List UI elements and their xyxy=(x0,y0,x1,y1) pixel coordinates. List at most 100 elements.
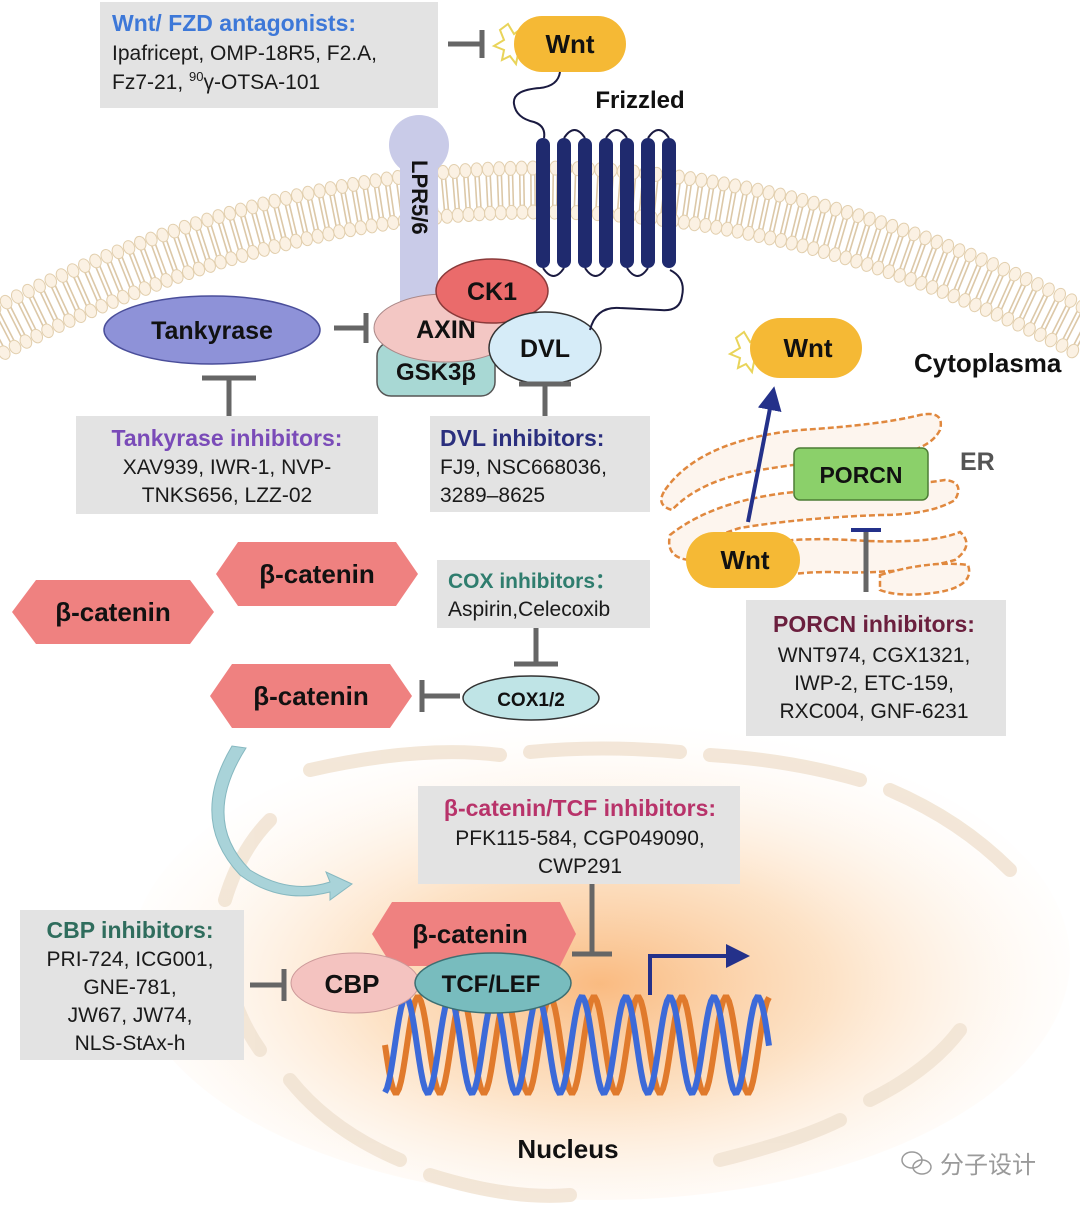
porcn-inhibitors-title: PORCN inhibitors: xyxy=(773,611,975,637)
cell-membrane xyxy=(0,160,1080,360)
dvl-inhibitors-box: DVL inhibitors: FJ9, NSC668036, 3289–862… xyxy=(430,416,650,512)
tankyrase-inhibitors-line-2: TNKS656, LZZ-02 xyxy=(142,484,312,507)
frizzled-loop xyxy=(626,267,649,277)
lipid xyxy=(167,223,195,281)
cox-inhibitors-line-1: Aspirin,Celecoxib xyxy=(448,598,610,621)
lipid xyxy=(268,193,292,252)
wnt-fzd-line-1: Ipafricept, OMP-18R5, F2.A, xyxy=(112,42,377,65)
tcf-inhibitors-title: β-catenin/TCF inhibitors: xyxy=(444,795,716,821)
beta-catenin-nuclear: β-catenin xyxy=(372,902,576,966)
porcn-inhibitors-box: PORCN inhibitors: WNT974, CGX1321, IWP-2… xyxy=(746,600,1006,736)
lipid xyxy=(947,247,977,304)
lipid xyxy=(291,188,313,247)
lipid xyxy=(504,160,518,220)
lipid xyxy=(1055,299,1080,353)
tankyrase-inhibitors-line-1: XAV939, IWR-1, NVP- xyxy=(123,456,332,479)
frizzled-receptor: Frizzled xyxy=(512,71,685,277)
beta-catenin-3: β-catenin xyxy=(210,664,412,728)
lipid xyxy=(515,160,529,220)
dvl-label: DVL xyxy=(520,335,570,363)
inhibit-cbp xyxy=(250,969,287,1001)
frizzled-loop xyxy=(584,267,607,277)
cbp-inhibitors-box: CBP inhibitors: PRI-724, ICG001, GNE-781… xyxy=(20,910,244,1060)
frizzled-loop xyxy=(605,129,628,139)
wechat-icon xyxy=(901,1151,932,1175)
frizzled-helix xyxy=(536,138,550,268)
lipid xyxy=(156,227,184,284)
watermark-text: 分子设计 xyxy=(940,1152,1036,1179)
dvl-inhibitors-title: DVL inhibitors: xyxy=(440,425,604,451)
lipid xyxy=(380,171,400,231)
inhibit-cox-beta-catenin xyxy=(419,680,460,712)
lipid xyxy=(358,175,378,234)
porcn-inhibitors-line-2: IWP-2, ETC-159, xyxy=(794,672,954,695)
lipid xyxy=(882,222,910,280)
nuclear-translocation-arrow xyxy=(211,745,353,901)
inhibit-tcf xyxy=(572,884,612,957)
lipid xyxy=(459,163,475,222)
nuclear-envelope xyxy=(218,741,1017,1203)
wnt-fzd-title: Wnt/ FZD antagonists: xyxy=(112,10,356,36)
inhibit-wnt-fzd xyxy=(448,30,485,58)
ck1-label: CK1 xyxy=(467,278,517,306)
lipid xyxy=(839,208,865,266)
cbp-inhibitors-line-2: GNE-781, xyxy=(83,976,176,999)
frizzled-loop xyxy=(647,129,670,139)
lipid xyxy=(313,183,335,242)
ck1-node xyxy=(435,258,549,324)
beta-catenin-1: β-catenin xyxy=(12,580,214,644)
lipid xyxy=(1023,282,1055,337)
cox-label: COX1/2 xyxy=(497,690,565,711)
lipid xyxy=(134,235,162,292)
lipid xyxy=(710,176,730,235)
cbp-inhibitors-line-3: JW67, JW74, xyxy=(68,1004,193,1027)
lipid xyxy=(936,243,966,299)
lipid xyxy=(1001,271,1033,327)
tcf-label: TCF/LEF xyxy=(442,971,541,998)
nucleus-glow xyxy=(130,720,1070,1200)
frizzled-helix xyxy=(599,138,613,268)
lipid xyxy=(969,257,999,313)
lipid xyxy=(861,215,887,272)
lipid xyxy=(33,278,65,333)
frizzled-dvl-link xyxy=(589,269,684,331)
lipid xyxy=(448,163,464,223)
frizzled-label: Frizzled xyxy=(595,87,684,114)
lipid xyxy=(958,252,988,308)
beta-catenin-2: β-catenin xyxy=(216,542,418,606)
wnt-er-label: Wnt xyxy=(720,545,769,575)
lipid xyxy=(44,273,76,328)
lipid xyxy=(925,238,955,295)
lipid xyxy=(526,160,540,220)
inhibit-dvl xyxy=(519,381,571,416)
cbp-inhibitors-line-1: PRI-724, ICG001, xyxy=(47,948,214,971)
tankyrase-node: Tankyrase xyxy=(103,295,321,365)
frizzled-loop xyxy=(563,129,586,139)
lipid xyxy=(915,234,943,291)
cbp-label: CBP xyxy=(325,969,380,999)
lipid xyxy=(201,212,227,270)
lipid xyxy=(1034,287,1066,342)
porcn-label: PORCN xyxy=(819,462,902,488)
dvl-inhibitors-line-2: 3289–8625 xyxy=(440,484,545,507)
lipid xyxy=(764,187,786,246)
lipid xyxy=(785,192,809,251)
wnt-ligand-secreted: Wnt xyxy=(727,318,862,378)
lpr-label: LPR5/6 xyxy=(407,160,432,235)
lipid xyxy=(190,216,216,273)
lipid xyxy=(324,181,346,240)
frizzled-helix xyxy=(557,138,571,268)
lipid xyxy=(78,258,108,314)
inhibit-porcn xyxy=(851,528,881,592)
inhibit-cox xyxy=(514,628,558,667)
er-label: ER xyxy=(960,448,995,476)
lipid xyxy=(66,263,98,319)
cox-inhibitors-title: COX inhibitors： xyxy=(448,570,616,593)
lipid xyxy=(817,201,843,259)
wnt-fzd-line-2: Fz7-21, 90γ-OTSA-101 xyxy=(112,69,320,94)
lipid xyxy=(807,198,831,257)
lipid xyxy=(1012,277,1044,332)
frizzled-helix xyxy=(578,138,592,268)
beta-catenin-3-label: β-catenin xyxy=(253,681,369,711)
